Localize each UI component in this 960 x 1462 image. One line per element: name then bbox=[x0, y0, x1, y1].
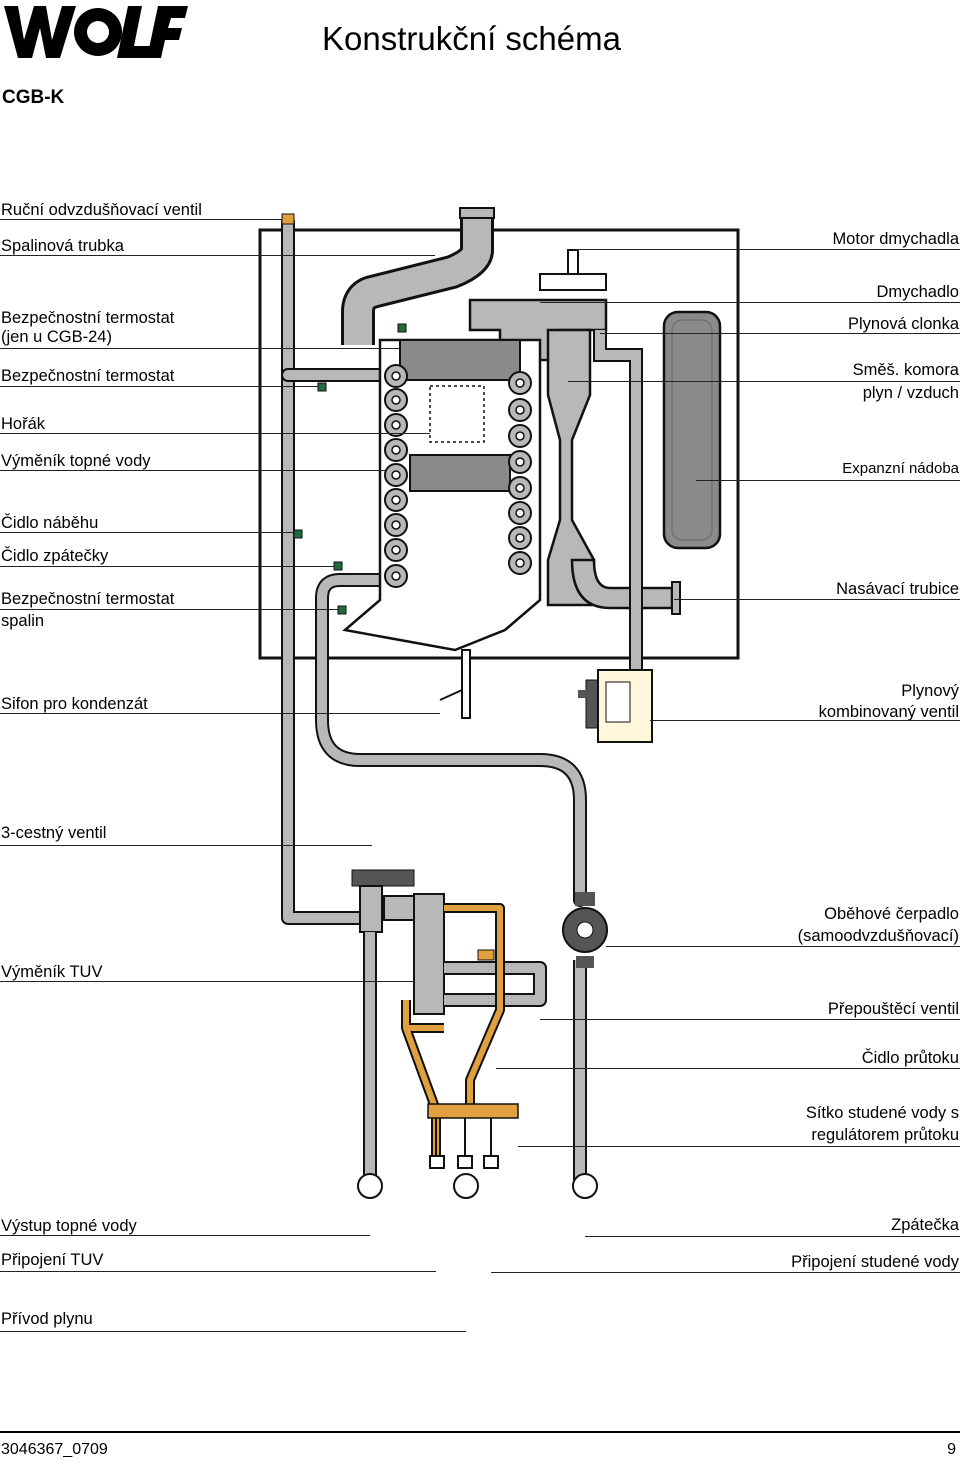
flue-pipe bbox=[341, 212, 494, 345]
label-heating-flow-outlet: Výstup topné vody bbox=[1, 1217, 137, 1235]
model-name: CGB-K bbox=[2, 87, 65, 108]
page-number: 9 bbox=[947, 1441, 956, 1458]
label-safety-thermostat: Bezpečnostní termostat bbox=[1, 367, 175, 385]
label-gas-orifice: Plynová clonka bbox=[848, 315, 959, 333]
label-fan: Dmychadlo bbox=[876, 283, 959, 301]
expansion-vessel bbox=[662, 310, 722, 550]
label-flue-thermostat-2: spalin bbox=[1, 612, 45, 630]
cold-water-filter bbox=[427, 1103, 519, 1119]
gas-valve bbox=[578, 669, 653, 743]
manual-air-vent bbox=[281, 213, 295, 225]
circulation-pump bbox=[562, 892, 608, 968]
footer-rule bbox=[0, 1431, 960, 1433]
bottom-connections bbox=[357, 1155, 598, 1199]
label-intake-tube: Nasávací trubice bbox=[836, 580, 959, 598]
label-dhw-connection: Připojení TUV bbox=[1, 1251, 104, 1269]
label-pump: Oběhové čerpadlo bbox=[824, 905, 959, 923]
label-safety-thermostat-cgb24: Bezpečnostní termostat bbox=[1, 309, 175, 327]
label-manual-air-vent: Ruční odvzdušňovací ventil bbox=[1, 201, 202, 219]
label-gas-valve-2: kombinovaný ventil bbox=[818, 703, 959, 721]
boiler-housing bbox=[258, 228, 740, 660]
label-flue-thermostat: Bezpečnostní termostat bbox=[1, 590, 175, 608]
condensate-siphon bbox=[461, 649, 471, 719]
label-three-way-valve: 3-cestný ventil bbox=[1, 824, 107, 842]
label-return: Zpátečka bbox=[891, 1216, 959, 1234]
label-mixing-chamber: Směš. komora bbox=[852, 361, 959, 379]
dhw-exchanger bbox=[413, 893, 445, 1015]
three-way-valve bbox=[351, 869, 417, 933]
label-condensate-siphon: Sifon pro kondenzát bbox=[1, 695, 148, 713]
label-bypass-valve: Přepouštěcí ventil bbox=[827, 1000, 959, 1018]
label-flue-pipe: Spalinová trubka bbox=[1, 237, 124, 255]
label-flow-sensor: Čidlo náběhu bbox=[1, 514, 99, 532]
sensors bbox=[293, 323, 407, 615]
label-gas-supply: Přívod plynu bbox=[1, 1310, 93, 1328]
label-return-sensor: Čidlo zpátečky bbox=[1, 547, 109, 565]
label-mixing-chamber-2: plyn / vzduch bbox=[862, 384, 959, 402]
document-number: 3046367_0709 bbox=[1, 1441, 108, 1458]
wolf-logo bbox=[4, 6, 188, 58]
label-cold-water-connection: Připojení studené vody bbox=[791, 1253, 959, 1271]
label-cold-water-filter: Sítko studené vody s bbox=[805, 1104, 959, 1122]
label-flow-rate-sensor: Čidlo průtoku bbox=[861, 1049, 959, 1067]
label-burner: Hořák bbox=[1, 415, 46, 433]
intake-tube bbox=[570, 558, 674, 610]
label-safety-thermostat-cgb24-note: (jen u CGB-24) bbox=[1, 328, 112, 346]
label-heat-exchanger: Výměník topné vody bbox=[1, 452, 151, 470]
label-gas-valve: Plynový bbox=[901, 682, 959, 700]
label-fan-motor: Motor dmychadla bbox=[832, 230, 959, 248]
label-expansion-vessel: Expanzní nádoba bbox=[842, 460, 959, 477]
label-pump-2: (samoodvzdušňovací) bbox=[797, 927, 959, 945]
label-cold-water-filter-2: regulátorem průtoku bbox=[811, 1126, 959, 1144]
burner bbox=[429, 385, 485, 443]
heat-exchanger-coils bbox=[384, 364, 532, 588]
fan-motor bbox=[539, 273, 607, 291]
page-title: Konstrukční schéma bbox=[322, 20, 621, 57]
flow-pipe bbox=[281, 215, 387, 925]
label-dhw-exchanger: Výměník TUV bbox=[1, 963, 103, 981]
